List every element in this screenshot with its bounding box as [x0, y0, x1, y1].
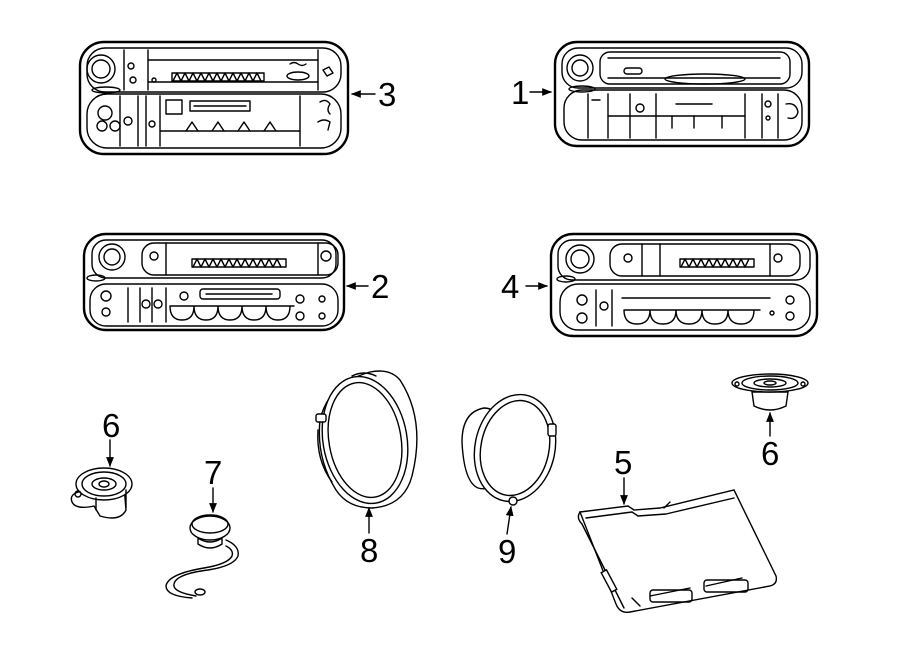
tweeter-speaker-left: [70, 467, 133, 519]
sensor-with-cable: [165, 514, 239, 599]
callout-1: 1: [511, 74, 529, 111]
callout-6-right: 6: [761, 435, 779, 472]
radio-unit-3: [78, 40, 350, 156]
door-speaker-round: [461, 393, 557, 506]
callout-4: 4: [501, 268, 519, 305]
radio-unit-2: [82, 232, 346, 332]
callout-7: 7: [204, 454, 222, 491]
door-speaker-oval: [315, 370, 418, 509]
leader-line-9: [505, 506, 514, 535]
callout-6-left: 6: [102, 407, 120, 444]
callout-3: 3: [378, 76, 396, 113]
tweeter-speaker-right: [731, 373, 809, 411]
radio-unit-1: [553, 40, 811, 148]
radio-unit-4: [549, 232, 819, 338]
amplifier-module: [577, 489, 778, 614]
callout-2: 2: [371, 268, 389, 305]
callout-5: 5: [614, 444, 632, 481]
callout-9: 9: [498, 533, 516, 570]
callout-8: 8: [360, 532, 378, 569]
